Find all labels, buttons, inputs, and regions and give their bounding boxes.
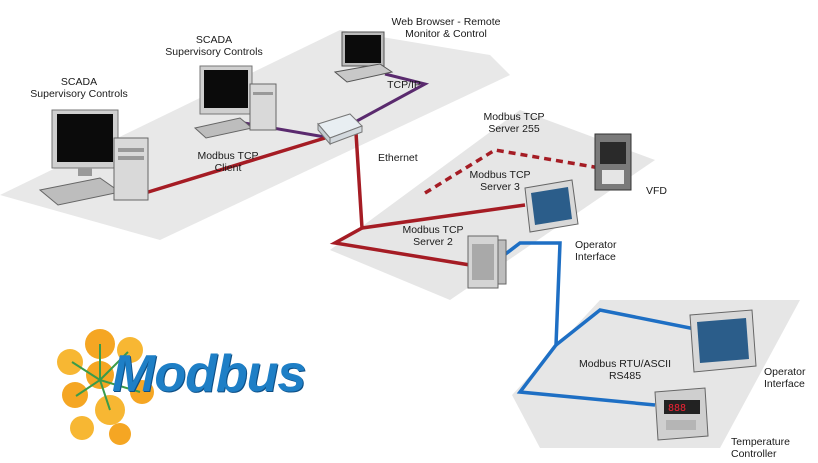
label-modbus-client: Modbus TCP Client xyxy=(197,150,259,174)
modbus-logo-icon xyxy=(57,329,154,445)
label-ethernet: Ethernet xyxy=(378,152,418,164)
vfd-drive-icon xyxy=(594,133,632,191)
ethernet-line-client xyxy=(144,136,326,195)
label-vfd: VFD xyxy=(646,185,667,197)
label-operator-interface-2: Operator Interface xyxy=(764,366,806,390)
plc-icon xyxy=(467,235,507,289)
label-scada-top: SCADA Supervisory Controls xyxy=(165,34,263,58)
label-server3: Modbus TCP Server 3 xyxy=(469,169,531,193)
desktop-computer-icon-2 xyxy=(193,65,277,139)
label-server2: Modbus TCP Server 2 xyxy=(402,224,464,248)
touch-panel-icon-2 xyxy=(689,309,757,373)
label-web-browser: Web Browser - Remote Monitor & Control xyxy=(391,16,501,40)
rs485-line-2 xyxy=(554,308,701,347)
touch-panel-icon xyxy=(524,179,579,233)
network-switch-icon xyxy=(317,113,363,146)
ethernet-trunk xyxy=(329,132,471,267)
laptop-icon xyxy=(333,31,394,83)
desktop-computer-icon xyxy=(38,109,149,206)
modbus-logo-text: Modbus xyxy=(112,345,306,403)
label-rtu: Modbus RTU/ASCII RS485 xyxy=(578,358,672,382)
temperature-controller-icon: 888 xyxy=(654,387,709,441)
label-temperature-controller: Temperature Controller xyxy=(731,436,790,460)
ethernet-server255 xyxy=(424,148,601,195)
platform-plant xyxy=(330,110,655,300)
label-operator-interface-1: Operator Interface xyxy=(575,239,617,263)
svg-text:888: 888 xyxy=(668,403,686,414)
rs485-line xyxy=(493,241,656,407)
label-tcpip: TCP/IP xyxy=(387,79,421,91)
label-scada-left: SCADA Supervisory Controls xyxy=(30,76,128,100)
ethernet-server3 xyxy=(361,203,526,230)
tcpip-line-2 xyxy=(354,72,430,124)
label-server255: Modbus TCP Server 255 xyxy=(483,111,545,135)
